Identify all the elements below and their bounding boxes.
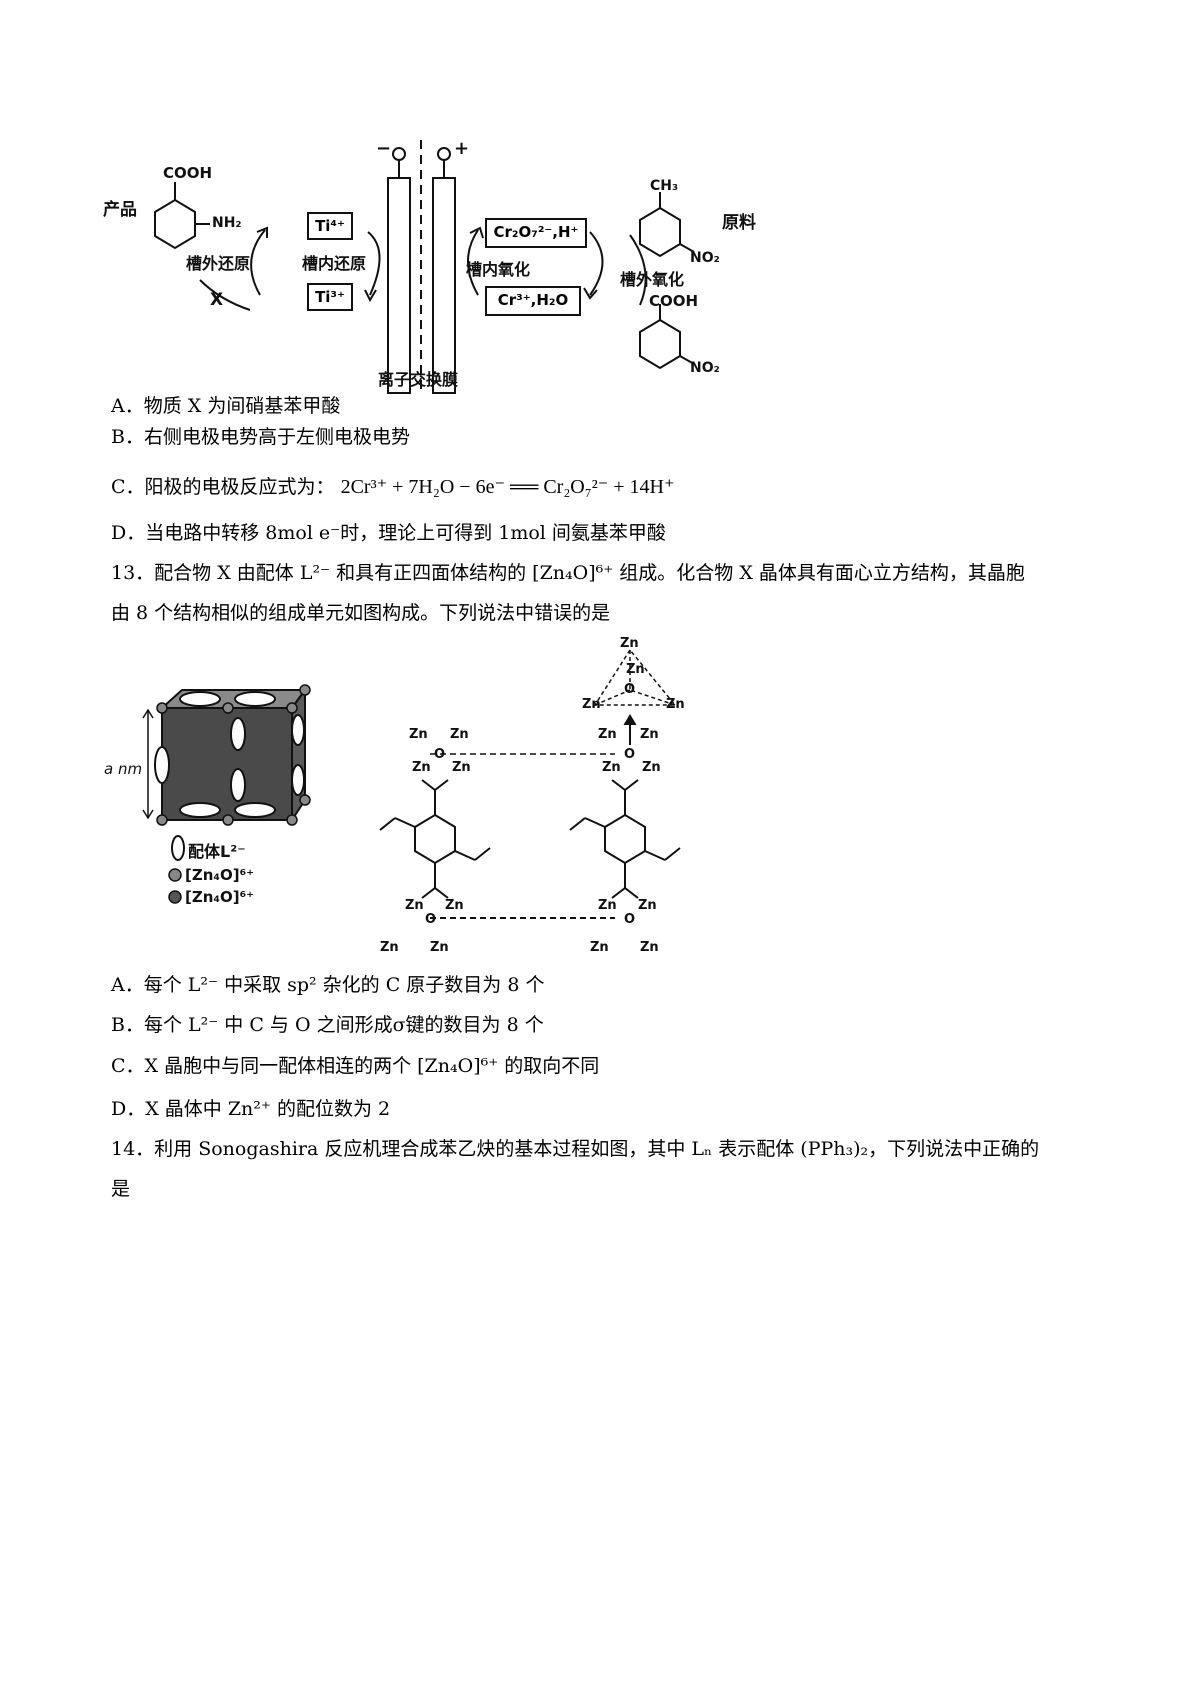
zn-label: Zn [620,636,639,651]
q12-option-d: D．当电路中转移 8mol e⁻时，理论上可得到 1mol 间氨基苯甲酸 [111,522,666,544]
outer-reduction-label: 槽外还原 [186,254,251,273]
q12-option-a: A．物质 X 为间硝基苯甲酸 [111,395,341,417]
q13-option-b: B．每个 L²⁻ 中 C 与 O 之间形成σ键的数目为 8 个 [111,1014,544,1036]
product-label: 产品 [103,200,137,220]
electrolysis-diagram [154,140,695,395]
ti3-box: Ti³⁺ [307,283,353,311]
q13-option-a: A．每个 L²⁻ 中采取 sp² 杂化的 C 原子数目为 8 个 [111,974,545,996]
raw-label: 原料 [722,213,756,233]
zn-label: Zn [582,697,601,712]
legend-ligand: 配体L²⁻ [188,842,246,861]
oxidized-benzene-ring [639,304,695,370]
q12-option-c-formula: 2Cr³⁺ + 7H₂O − 6e⁻ ══ Cr₂O₇²⁻ + 14H⁺ [340,476,675,498]
o-label: O [434,747,446,762]
zn-label: Zn [640,727,659,742]
q13-stem-line1: 13．配合物 X 由配体 L²⁻ 和具有正四面体结构的 [Zn₄O]⁶⁺ 组成。… [111,562,1025,584]
o-label: O [624,912,636,927]
zn-label: Zn [638,898,657,913]
zn-label: Zn [450,727,469,742]
ti4-box: Ti⁴⁺ [307,212,353,240]
q13-stem-line2: 由 8 个结构相似的组成单元如图构成。下列说法中错误的是 [111,602,611,624]
o-label: O [624,747,636,762]
product-benzene-ring [154,182,210,250]
cr3-box: Cr³⁺,H₂O [485,286,581,316]
a-nm-label: a nm [104,760,143,778]
zn-label: Zn [380,940,399,955]
raw-benzene-ring [639,192,695,258]
q12-option-c: C．阳极的电极反应式为： 2Cr³⁺ + 7H₂O − 6e⁻ ══ Cr₂O₇… [111,474,675,500]
cr2o7-box: Cr₂O₇²⁻,H⁺ [485,218,587,248]
zn-label: Zn [412,760,431,775]
ch3-label: CH₃ [650,178,679,194]
legend-zn4o-light: [Zn₄O]⁶⁺ [185,866,255,884]
o-label: O [425,912,437,927]
zn-label: Zn [445,898,464,913]
membrane-label: 离子交换膜 [378,370,459,389]
outer-oxidation-label: 槽外氧化 [620,270,685,289]
q12-option-c-prefix: C．阳极的电极反应式为： [111,476,335,498]
inner-reduction-label: 槽内还原 [302,254,367,273]
cooh-bottom-label: COOH [649,292,699,310]
plus-sign: + [454,138,470,159]
zn-label: Zn [598,898,617,913]
zn-label: Zn [430,940,449,955]
no2-right-label: NO₂ [690,250,720,266]
no2-bottom-label: NO₂ [690,360,720,376]
zn-label: Zn [640,940,659,955]
o-label: O [624,682,636,697]
zn-label: Zn [598,727,617,742]
nh2-label: NH₂ [212,215,242,231]
cooh-top-label: COOH [163,164,213,182]
q14-stem-line1: 14．利用 Sonogashira 反应机理合成苯乙炔的基本过程如图，其中 Lₙ… [111,1138,1040,1160]
zn-label: Zn [452,760,471,775]
inner-oxidation-label: 槽内氧化 [466,260,531,279]
q14-stem-line2: 是 [111,1178,131,1200]
cathode-electrode [387,177,411,394]
minus-sign: − [376,138,392,159]
zn-label: Zn [666,697,685,712]
zn-label: Zn [642,760,661,775]
crystal-unit-diagram [142,648,681,919]
zn-label: Zn [409,727,428,742]
q13-option-d: D．X 晶体中 Zn²⁺ 的配位数为 2 [111,1098,391,1120]
q12-option-b: B．右侧电极电势高于左侧电极电势 [111,426,410,448]
zn-label: Zn [602,760,621,775]
x-label: X [210,290,224,310]
zn-label: Zn [626,662,645,677]
legend-zn4o-dark: [Zn₄O]⁶⁺ [185,888,255,906]
zn-label: Zn [405,898,424,913]
anode-electrode [432,177,456,394]
zn-label: Zn [590,940,609,955]
q13-option-c: C．X 晶胞中与同一配体相连的两个 [Zn₄O]⁶⁺ 的取向不同 [111,1055,600,1077]
